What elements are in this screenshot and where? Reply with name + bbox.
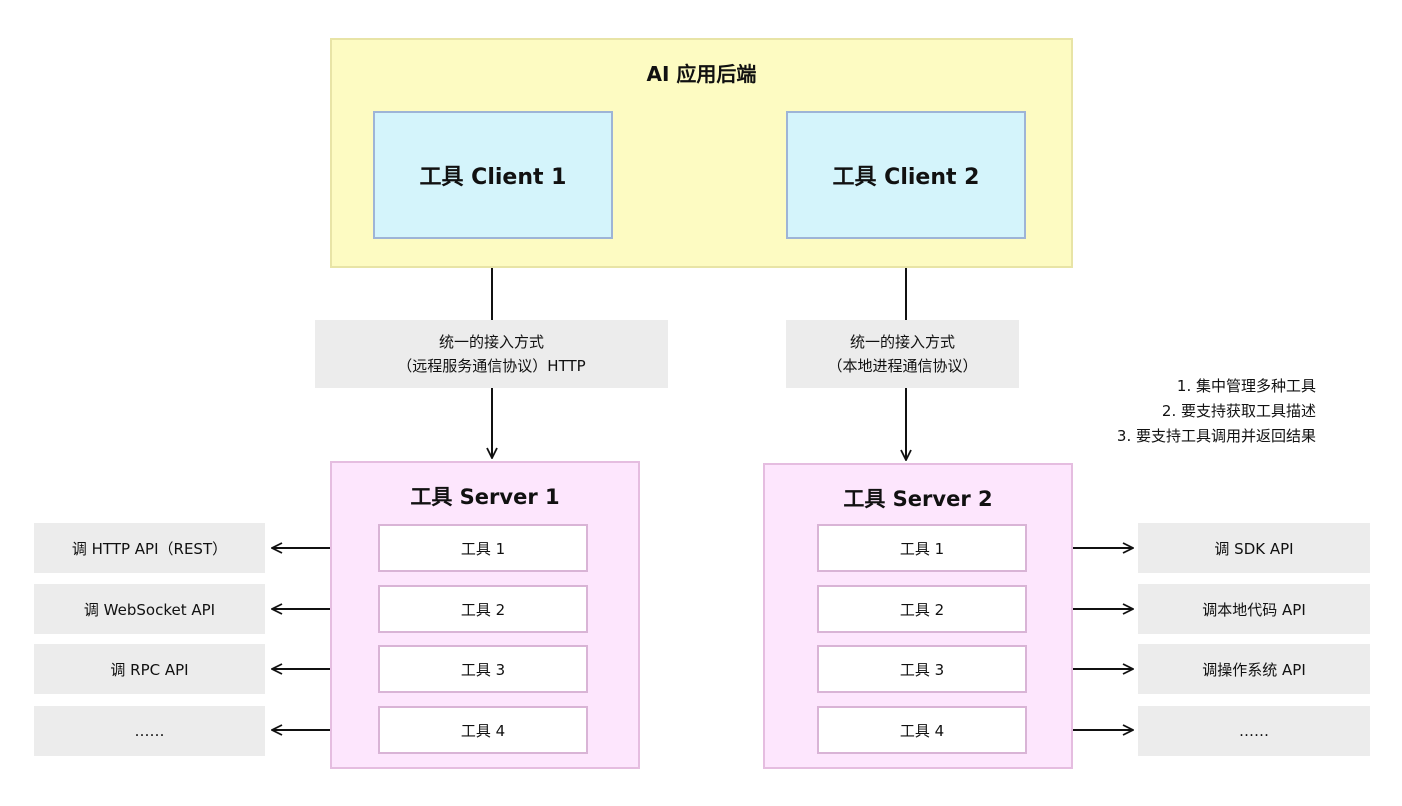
ai-backend-title: AI 应用后端 — [646, 62, 757, 86]
requirements-notes: 1. 集中管理多种工具 2. 要支持获取工具描述 3. 要支持工具调用并返回结果 — [1080, 374, 1316, 449]
server2-tool-3: 工具 3 — [817, 645, 1027, 693]
note-item: 2. 要支持获取工具描述 — [1161, 402, 1316, 420]
right-api-local-code: 调本地代码 API — [1138, 584, 1370, 634]
server1-tool-1: 工具 1 — [378, 524, 588, 572]
note-item: 1. 集中管理多种工具 — [1176, 377, 1316, 395]
server1-tool-2: 工具 2 — [378, 585, 588, 633]
tool-server-2-title: 工具 Server 2 — [843, 487, 993, 511]
note-item: 3. 要支持工具调用并返回结果 — [1116, 427, 1316, 445]
server1-tool-4: 工具 4 — [378, 706, 588, 754]
tool-server-1-title: 工具 Server 1 — [410, 485, 560, 509]
server1-tool-3: 工具 3 — [378, 645, 588, 693]
server2-tool-1: 工具 1 — [817, 524, 1027, 572]
left-api-websocket: 调 WebSocket API — [34, 584, 265, 634]
server2-tool-2: 工具 2 — [817, 585, 1027, 633]
protocol-box-remote: 统一的接入方式 （远程服务通信协议）HTTP — [315, 320, 668, 388]
left-api-http: 调 HTTP API（REST） — [34, 523, 265, 573]
tool-client-2: 工具 Client 2 — [786, 111, 1026, 239]
server2-tool-4: 工具 4 — [817, 706, 1027, 754]
left-api-rpc: 调 RPC API — [34, 644, 265, 694]
protocol-local-line1: 统一的接入方式 — [849, 333, 955, 351]
right-api-os: 调操作系统 API — [1138, 644, 1370, 694]
right-api-more: …… — [1138, 706, 1370, 756]
tool-client-1: 工具 Client 1 — [373, 111, 613, 239]
protocol-remote-line1: 统一的接入方式 — [438, 333, 544, 351]
left-api-more: …… — [34, 706, 265, 756]
protocol-local-line2: （本地进程通信协议） — [827, 357, 978, 375]
protocol-box-local: 统一的接入方式 （本地进程通信协议） — [786, 320, 1019, 388]
protocol-remote-line2: （远程服务通信协议）HTTP — [397, 357, 586, 375]
right-api-sdk: 调 SDK API — [1138, 523, 1370, 573]
